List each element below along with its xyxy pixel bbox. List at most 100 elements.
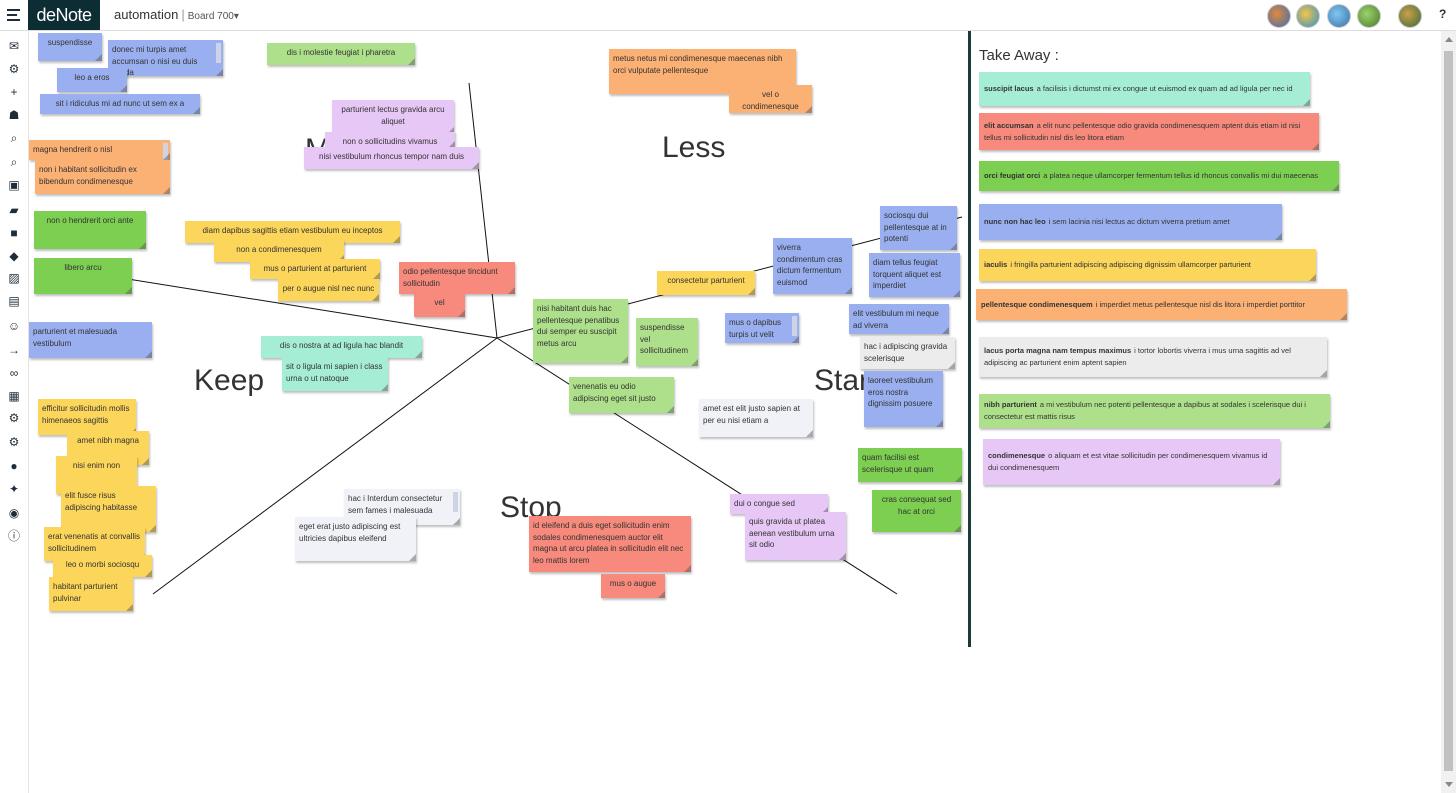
sticky-note[interactable]: quis gravida ut platea aenean vestibulum… — [745, 512, 846, 560]
sticky-note[interactable]: vel o condimenesque — [729, 85, 812, 113]
image-icon[interactable]: ▨ — [8, 271, 20, 285]
arrow-right-icon[interactable]: → — [8, 343, 20, 357]
save-icon[interactable]: ▦ — [8, 389, 20, 403]
sticky-note[interactable]: nisi habitant duis hac pellentesque pena… — [533, 299, 628, 363]
scroll-thumb[interactable] — [1444, 51, 1453, 771]
plus-icon[interactable]: + — [10, 85, 18, 99]
search-icon[interactable]: ⌕ — [10, 155, 18, 169]
sticky-note[interactable]: laoreet vestibulum eros nostra dignissim… — [864, 371, 943, 427]
sticky-note[interactable]: elit fusce risus adipiscing habitasse — [61, 486, 156, 532]
sticky-note[interactable]: non o hendrerit orci ante — [34, 211, 146, 249]
sticky-note[interactable]: hac i adipiscing gravida scelerisque — [860, 337, 955, 369]
sticky-note[interactable]: consectetur parturient — [657, 271, 755, 295]
users-icon[interactable]: ☗ — [8, 108, 20, 122]
briefcase-icon[interactable]: ▤ — [8, 294, 20, 308]
avatar[interactable] — [1357, 4, 1381, 28]
sticky-note[interactable]: elit vestibulum mi neque ad viverra — [849, 304, 949, 334]
sticky-note[interactable]: mus o augue — [601, 574, 665, 598]
magic-icon[interactable]: ✦ — [8, 482, 20, 496]
avatar[interactable] — [1267, 4, 1291, 28]
chevron-down-icon: ▾ — [233, 11, 239, 22]
sticky-note[interactable]: metus netus mi condimenesque maecenas ni… — [609, 49, 796, 94]
sticky-note[interactable]: parturient et malesuada vestibulum — [29, 322, 152, 358]
help-icon[interactable]: ? — [1439, 7, 1447, 21]
sticky-note[interactable]: non i habitant sollicitudin ex bibendum … — [35, 160, 170, 194]
sticky-note[interactable]: quam facilisi est scelerisque ut quam — [858, 448, 962, 482]
sticky-note[interactable]: non a condimenesquem — [214, 240, 344, 262]
sticky-note[interactable]: per o augue nisl nec nunc — [278, 279, 379, 301]
sticky-note[interactable]: habitant parturient pulvinar — [49, 577, 133, 611]
info-icon[interactable]: ⓘ — [7, 529, 20, 543]
sticky-note[interactable]: id eleifend a duis eget sollicitudin eni… — [529, 516, 691, 572]
note-scrollbar[interactable] — [792, 316, 797, 336]
sticky-note[interactable]: dui o congue sed — [730, 494, 828, 514]
sticky-note[interactable]: efficitur sollicitudin mollis himenaeos … — [38, 399, 136, 435]
camera-icon[interactable]: ◉ — [8, 506, 20, 520]
tag-icon[interactable]: ◆ — [9, 249, 19, 263]
sticky-note[interactable]: mus o dapibus turpis ut velit — [725, 313, 799, 343]
app-logo[interactable]: deNote — [28, 0, 100, 30]
sticky-note[interactable]: libero arcu — [34, 258, 132, 294]
scroll-up-icon[interactable] — [1445, 37, 1453, 42]
sticky-note[interactable]: dis o nostra at ad ligula hac blandit — [261, 336, 422, 358]
sticky-note-icon[interactable]: ▰ — [9, 203, 19, 217]
note-scrollbar[interactable] — [163, 143, 168, 160]
takeaway-divider[interactable] — [968, 31, 971, 647]
binoculars-icon[interactable]: ⌕ — [10, 131, 18, 145]
menu-icon[interactable] — [0, 0, 28, 30]
envelope-icon[interactable]: ✉ — [8, 39, 20, 53]
sticky-note[interactable]: venenatis eu odio adipiscing eget sit ju… — [569, 377, 674, 413]
avatar[interactable] — [1327, 4, 1351, 28]
smile-icon[interactable]: ☺ — [7, 319, 21, 333]
sticky-note[interactable]: leo o morbi sociosqu — [53, 555, 152, 577]
link-icon[interactable]: ∞ — [9, 366, 19, 380]
note-scrollbar[interactable] — [453, 492, 458, 512]
sticky-note[interactable]: mus o parturient at parturient — [250, 259, 380, 279]
sticky-note[interactable]: viverra condimentum cras dictum fermentu… — [773, 238, 852, 294]
sticky-note[interactable]: parturient lectus gravida arcu aliquet — [332, 100, 454, 134]
scroll-down-icon[interactable] — [1445, 782, 1453, 787]
quadrant-label-keep: Keep — [194, 364, 265, 397]
gear-icon[interactable]: ⚙ — [8, 62, 20, 76]
sticky-note[interactable]: vel — [414, 293, 465, 317]
sticky-note[interactable]: sit i ridiculus mi ad nunc ut sem ex a — [40, 94, 200, 114]
sticky-note[interactable]: amet est elit justo sapien at per eu nis… — [699, 399, 813, 437]
note-scrollbar[interactable] — [216, 43, 221, 63]
sticky-note[interactable]: nisi vestibulum rhoncus tempor nam duis — [304, 147, 479, 169]
sticky-note[interactable]: leo a eros — [57, 68, 127, 92]
sticky-note[interactable]: suspendisse — [38, 33, 102, 61]
current-user-avatar[interactable] — [1398, 4, 1422, 28]
sticky-note[interactable]: cras consequat sed hac at orci — [872, 490, 961, 532]
globe-icon[interactable]: ● — [10, 459, 18, 473]
gears-icon[interactable]: ⚙ — [8, 411, 20, 425]
square-icon[interactable]: ■ — [10, 226, 18, 240]
avatar[interactable] — [1296, 4, 1320, 28]
sticky-note[interactable]: sit o ligula mi sapien i class urna o ut… — [282, 357, 388, 391]
cogs-icon[interactable]: ⚙ — [8, 435, 20, 449]
board-icon[interactable]: ▣ — [8, 178, 20, 192]
sticky-note[interactable]: diam tellus feugiat torquent aliquet est… — [869, 253, 960, 297]
sticky-note[interactable]: odio pellentesque tincidunt sollicitudin — [399, 262, 515, 294]
sticky-note[interactable]: dis i molestie feugiat i pharetra — [267, 43, 415, 65]
sticky-note[interactable]: diam dapibus sagittis etiam vestibulum e… — [185, 221, 400, 243]
sticky-note[interactable]: suspendisse vel sollicitudinem — [636, 318, 698, 366]
board-title[interactable]: automation|Board 700▾ — [114, 7, 239, 22]
sticky-note[interactable]: magna hendrerit o nisl — [29, 140, 170, 160]
page-scrollbar[interactable] — [1441, 31, 1456, 793]
sticky-note[interactable]: non o sollicitudins vivamus — [325, 132, 455, 148]
sticky-note[interactable]: donec mi turpis amet accumsan o nisi eu … — [108, 40, 223, 76]
sticky-note[interactable]: eget erat justo adipiscing est ultricies… — [295, 517, 416, 561]
sticky-note[interactable]: sociosqu dui pellentesque at in potenti — [880, 206, 957, 250]
